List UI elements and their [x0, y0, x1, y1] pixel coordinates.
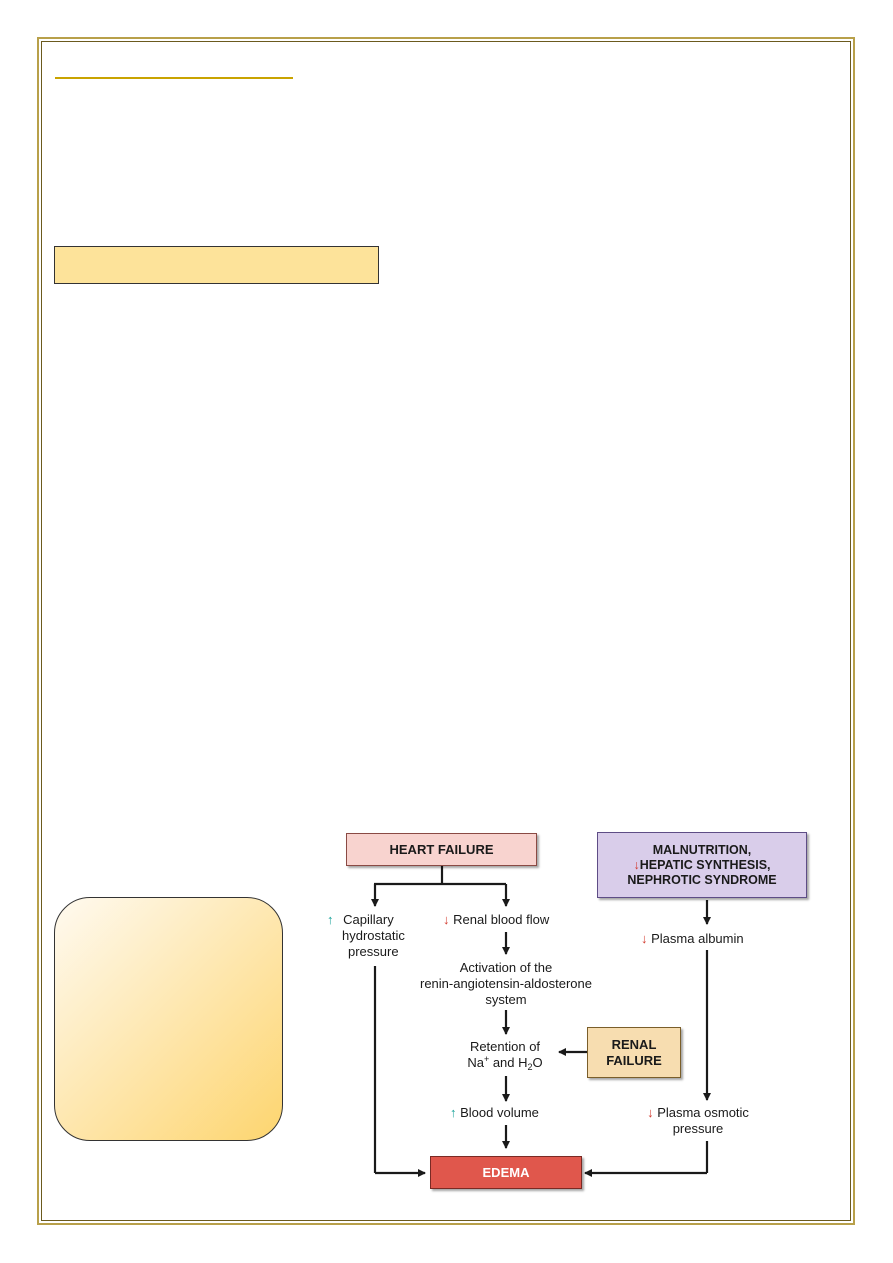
renal-blood-flow-label: ↓ Renal blood flow: [443, 912, 549, 928]
callout-box: [54, 897, 283, 1141]
section-heading-box: [54, 246, 379, 284]
decrease-arrow-icon: ↓: [641, 931, 648, 946]
retention-na-text: Na: [467, 1054, 484, 1070]
pressure-text: pressure: [348, 943, 399, 959]
retention-label: Retention of Na+ and H2O: [445, 1039, 565, 1072]
nephrotic-syndrome-label: NEPHROTIC SYNDROME: [627, 872, 777, 887]
renal-label: RENAL: [611, 1036, 657, 1052]
page-border: [37, 37, 855, 1225]
plasma-osmotic-label: ↓ Plasma osmotic pressure: [633, 1105, 763, 1137]
retention-text: Retention of: [469, 1039, 541, 1054]
hydrostatic-text: hydrostatic: [342, 927, 405, 943]
edema-pathogenesis-diagram: HEART FAILURE MALNUTRITION, ↓HEPATIC SYN…: [311, 810, 840, 1200]
retention-o-text: O: [532, 1054, 543, 1070]
increase-arrow-icon: ↑: [327, 912, 334, 927]
plasma-albumin-text: Plasma albumin: [651, 931, 744, 946]
renal-failure-node: RENAL FAILURE: [587, 1027, 681, 1078]
na-plus-superscript: +: [483, 1053, 490, 1064]
renal-blood-flow-text: Renal blood flow: [453, 912, 550, 927]
diagram-connectors: [371, 866, 711, 1177]
blood-volume-label: ↑ Blood volume: [450, 1105, 539, 1121]
capillary-text: Capillary: [343, 912, 394, 927]
system-text: system: [485, 991, 527, 1007]
blood-volume-text: Blood volume: [460, 1105, 539, 1120]
retention-and-h-text: and H: [489, 1054, 528, 1070]
malnutrition-label: MALNUTRITION,: [652, 842, 752, 857]
hepatic-synthesis-line: ↓HEPATIC SYNTHESIS,: [633, 858, 770, 873]
edema-node: EDEMA: [430, 1156, 582, 1189]
failure-label: FAILURE: [606, 1052, 662, 1068]
malnutrition-node: MALNUTRITION, ↓HEPATIC SYNTHESIS, NEPHRO…: [597, 832, 807, 898]
decrease-arrow-icon: ↓: [443, 912, 450, 927]
page-border-inner: [41, 41, 851, 1221]
hepatic-synthesis-label: HEPATIC SYNTHESIS,: [639, 857, 771, 872]
activation-raas-label: Activation of the renin-angiotensin-aldo…: [401, 960, 611, 1008]
title-underline: [55, 77, 293, 79]
activation-text: Activation of the: [459, 960, 553, 975]
decrease-arrow-icon: ↓: [633, 857, 640, 872]
plasma-osmotic-text: Plasma osmotic: [657, 1105, 749, 1120]
heart-failure-label: HEART FAILURE: [389, 841, 494, 857]
heart-failure-node: HEART FAILURE: [346, 833, 537, 866]
decrease-arrow-icon: ↓: [647, 1105, 654, 1120]
osmotic-pressure-text: pressure: [672, 1120, 724, 1136]
edema-label: EDEMA: [482, 1164, 530, 1180]
raas-text: renin-angiotensin-aldosterone: [419, 975, 592, 991]
increase-arrow-icon: ↑: [450, 1105, 457, 1120]
h2-subscript: 2: [527, 1061, 533, 1072]
capillary-hydrostatic-label: ↑ Capillary hydrostatic pressure: [327, 912, 405, 960]
plasma-albumin-label: ↓ Plasma albumin: [641, 931, 744, 947]
